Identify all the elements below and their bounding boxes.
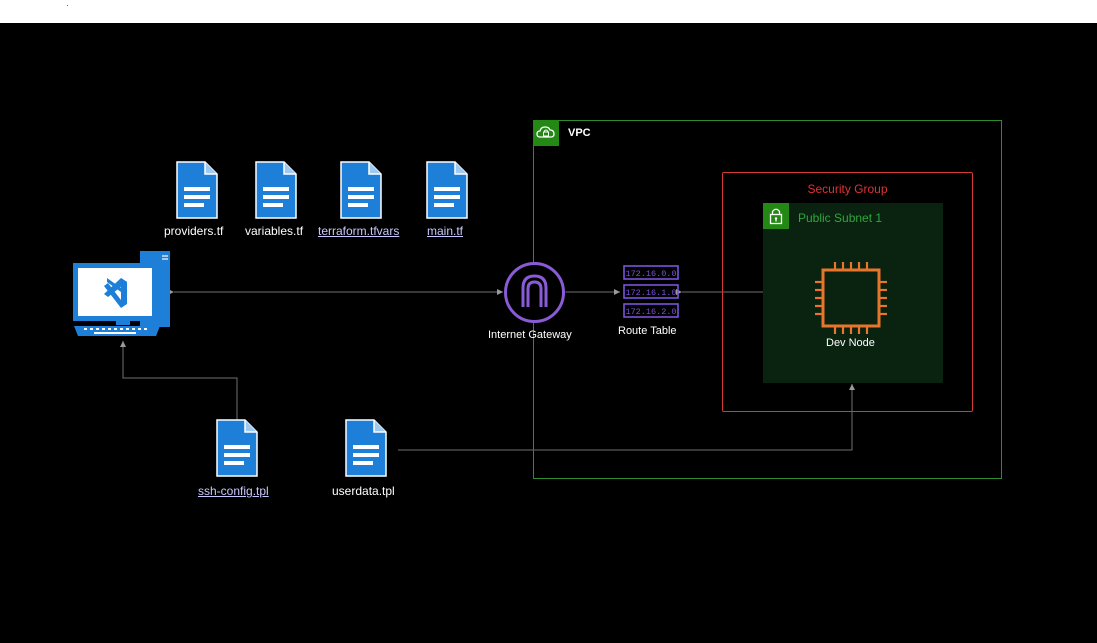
providers-file-icon [174, 159, 220, 226]
userdata-to-dev-node-line [398, 384, 855, 451]
providers-file-label[interactable]: providers.tf [164, 224, 224, 238]
ec2-chip-icon [811, 258, 891, 343]
security-group-boundary [722, 172, 973, 412]
internet-gateway-icon [503, 261, 566, 329]
vpc-cloud-icon [533, 120, 559, 146]
variables-file-label[interactable]: variables.tf [245, 224, 304, 238]
userdata-file-label[interactable]: userdata.tpl [332, 484, 395, 498]
vscode-workstation-icon [72, 250, 176, 343]
main-file-label[interactable]: main.tf [427, 224, 464, 238]
main-file-icon [424, 159, 470, 226]
userdata-file-icon [343, 417, 389, 484]
route-entry-2: 172.16.1.0 [625, 288, 676, 298]
route-entry-3: 172.16.2.0 [625, 307, 676, 317]
internet-gateway-label: Internet Gateway [488, 329, 572, 341]
vpc-label: VPC [568, 127, 591, 139]
top-bar-dot: · [66, 0, 69, 10]
subnet-lock-icon [763, 203, 789, 229]
ssh-config-to-computer-line [120, 341, 238, 420]
tfvars-file-label[interactable]: terraform.tfvars [318, 224, 400, 238]
variables-file-icon [253, 159, 299, 226]
route-table-icon: 172.16.0.0 172.16.1.0 172.16.2.0 [620, 264, 682, 325]
ssh-config-file-label[interactable]: ssh-config.tpl [198, 484, 269, 498]
tfvars-file-icon [338, 159, 384, 226]
top-bar: · [0, 0, 1097, 23]
dev-node-label: Dev Node [826, 337, 875, 349]
public-subnet-label: Public Subnet 1 [798, 211, 883, 225]
ssh-config-file-icon [214, 417, 260, 484]
public-subnet-boundary [763, 203, 943, 383]
route-entry-1: 172.16.0.0 [625, 269, 676, 279]
route-table-label: Route Table [618, 325, 677, 337]
security-group-label: Security Group [807, 182, 888, 196]
